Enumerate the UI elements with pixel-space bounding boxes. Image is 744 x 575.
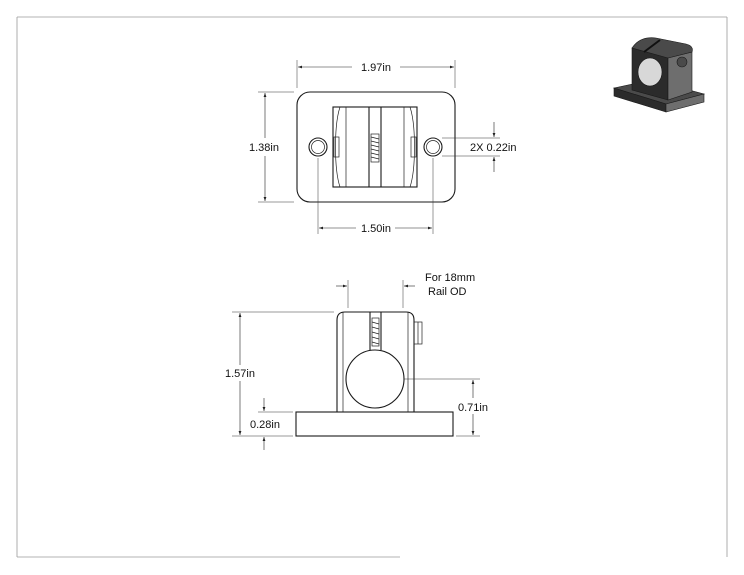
clamp-body-outline [332, 106, 418, 188]
screw-head-right [410, 136, 417, 158]
clamp-left-round [335, 106, 341, 188]
dim-rail-note: For 18mm Rail OD [336, 272, 475, 308]
front-screw-thread [371, 317, 380, 347]
front-rail-bore [345, 349, 405, 409]
dim-base-thickness-label: 0.28in [250, 419, 280, 431]
dim-overall-height: 1.38in [249, 91, 294, 203]
base-plate-outline [296, 91, 456, 203]
dim-overall-width: 1.97in [296, 60, 456, 88]
dim-hole-diameter: 2X 0.22in [442, 122, 516, 172]
dim-total-height-label: 1.57in [225, 368, 255, 380]
dim-base-thickness: 0.28in [232, 398, 293, 450]
dim-center-height-label: 0.71in [458, 402, 488, 414]
clamp-screw-thread [370, 133, 380, 163]
front-view: For 18mm Rail OD 1.57in 0.28in 0.71in [225, 272, 488, 450]
top-view: 1.97in 1.38in 2X 0.22in 1.50in [249, 60, 516, 235]
front-body-outline [336, 311, 415, 412]
dim-total-height: 1.57in [225, 311, 334, 435]
sheet-frame [16, 16, 728, 558]
dim-hole-spacing-label: 1.50in [361, 223, 391, 235]
dim-overall-height-label: 1.38in [249, 142, 279, 154]
screw-head-left [333, 136, 340, 158]
dim-overall-width-label: 1.97in [361, 62, 391, 74]
dim-hole-diameter-label: 2X 0.22in [470, 142, 516, 154]
rail-note-line1: For 18mm [425, 272, 475, 284]
rail-note-line2: Rail OD [428, 286, 467, 298]
dim-center-height: 0.71in [404, 378, 488, 437]
mounting-hole-left [308, 137, 328, 157]
front-base-outline [295, 411, 454, 437]
dim-hole-spacing: 1.50in [317, 158, 434, 235]
mounting-hole-right [423, 137, 443, 157]
clamp-right-round [409, 106, 415, 188]
isometric-preview [612, 37, 706, 113]
